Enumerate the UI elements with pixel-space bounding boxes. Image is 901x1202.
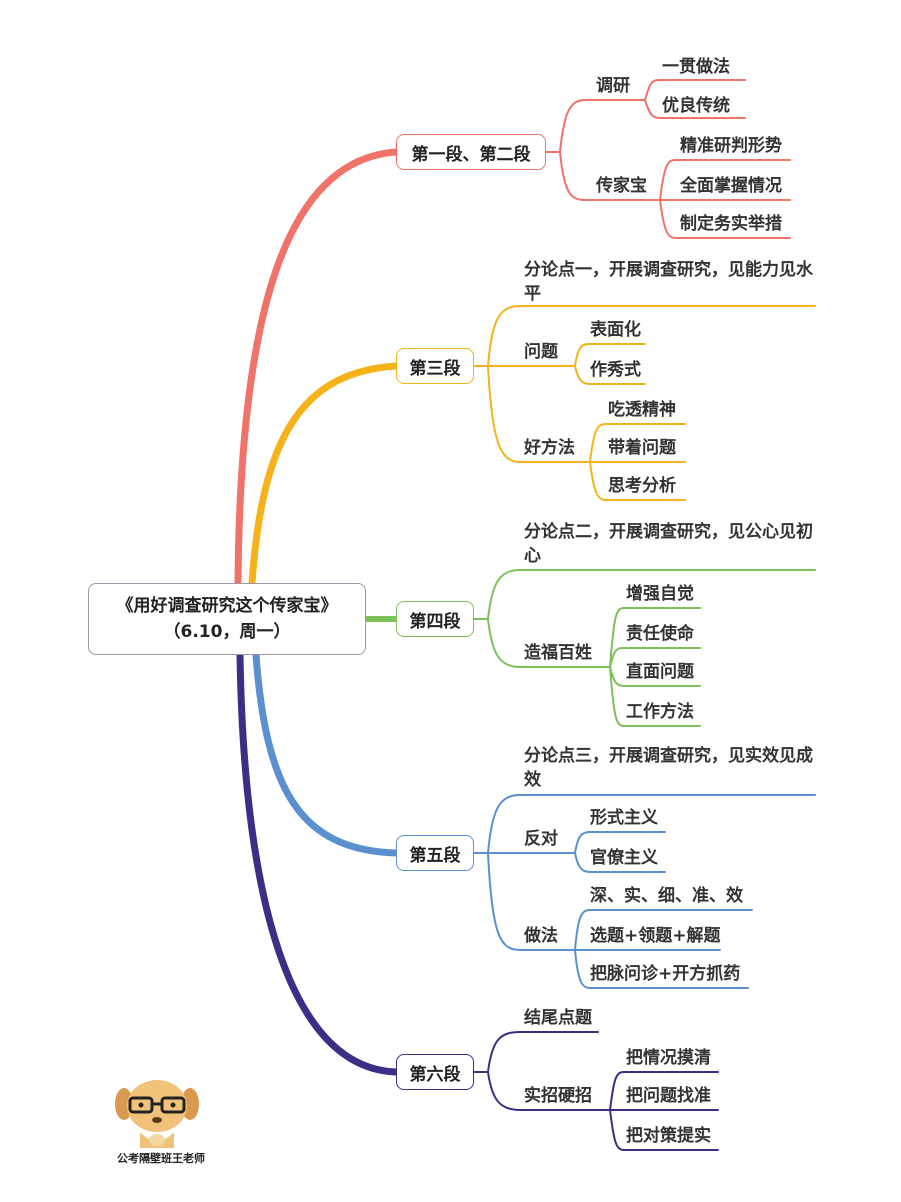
node-b4-c2c: 把脉问诊+开方抓药 — [590, 964, 741, 984]
root-topic: 《用好调查研究这个传家宝》 （6.10，周一） — [88, 583, 366, 655]
node-b2-c2b: 带着问题 — [608, 438, 676, 458]
branch-b2: 第三段 — [396, 348, 474, 384]
node-b1-c2: 传家宝 — [596, 176, 647, 196]
node-b1-c2a: 精准研判形势 — [680, 136, 782, 156]
node-b3-point: 分论点二，开展调查研究，见公心见初心 — [524, 522, 813, 566]
edge-root-b1 — [234, 148, 400, 587]
watermark-text: 公考隔壁班王老师 — [117, 1152, 205, 1165]
node-b1-c2c: 制定务实举措 — [680, 214, 782, 234]
branch-b1: 第一段、第二段 — [396, 134, 546, 170]
node-b3-c1d: 工作方法 — [626, 702, 694, 722]
node-b4-c1: 反对 — [524, 829, 558, 849]
node-b5-c0: 结尾点题 — [524, 1008, 592, 1028]
node-b3-c1: 造福百姓 — [524, 643, 592, 663]
node-b1-c1: 调研 — [596, 76, 630, 96]
node-b5-c1b: 把问题找准 — [626, 1086, 711, 1106]
node-b2-point: 分论点一，开展调查研究，见能力见水平 — [524, 260, 813, 304]
node-b2-c2a: 吃透精神 — [608, 400, 676, 420]
node-b2-c2c: 思考分析 — [608, 476, 676, 496]
node-b1-c2b: 全面掌握情况 — [680, 176, 782, 196]
node-b4-c2a: 深、实、细、准、效 — [590, 886, 743, 906]
edge-root-b2 — [248, 362, 400, 587]
node-b4-c1b: 官僚主义 — [590, 848, 658, 868]
node-b2-c2: 好方法 — [524, 438, 575, 458]
node-b4-c1a: 形式主义 — [590, 808, 658, 828]
node-b5-c1: 实招硬招 — [524, 1086, 592, 1106]
root-title: 《用好调查研究这个传家宝》 — [116, 596, 338, 616]
node-b3-c1c: 直面问题 — [626, 662, 694, 682]
edge-root-b5 — [236, 651, 400, 1076]
node-b4-c2b: 选题+领题+解题 — [590, 926, 721, 946]
edge-root-b4 — [252, 651, 400, 857]
root-subtitle: （6.10，周一） — [163, 622, 291, 642]
node-b3-c1a: 增强自觉 — [626, 584, 694, 604]
node-b5-c1a: 把情况摸清 — [626, 1048, 711, 1068]
node-b4-c2: 做法 — [524, 926, 558, 946]
node-b4-point: 分论点三，开展调查研究，见实效见成效 — [524, 746, 813, 790]
node-b3-c1b: 责任使命 — [626, 624, 694, 644]
node-b2-c1a: 表面化 — [590, 320, 641, 340]
branch-b4: 第五段 — [396, 835, 474, 871]
node-b1-c1a: 一贯做法 — [662, 57, 730, 77]
node-b1-c1b: 优良传统 — [662, 96, 730, 116]
node-b2-c1b: 作秀式 — [590, 360, 641, 380]
node-b2-c1: 问题 — [524, 342, 558, 362]
branch-b5: 第六段 — [396, 1054, 474, 1090]
node-b5-c1c: 把对策提实 — [626, 1126, 711, 1146]
branch-b3: 第四段 — [396, 601, 474, 637]
dog-mascot-icon — [115, 1080, 199, 1148]
